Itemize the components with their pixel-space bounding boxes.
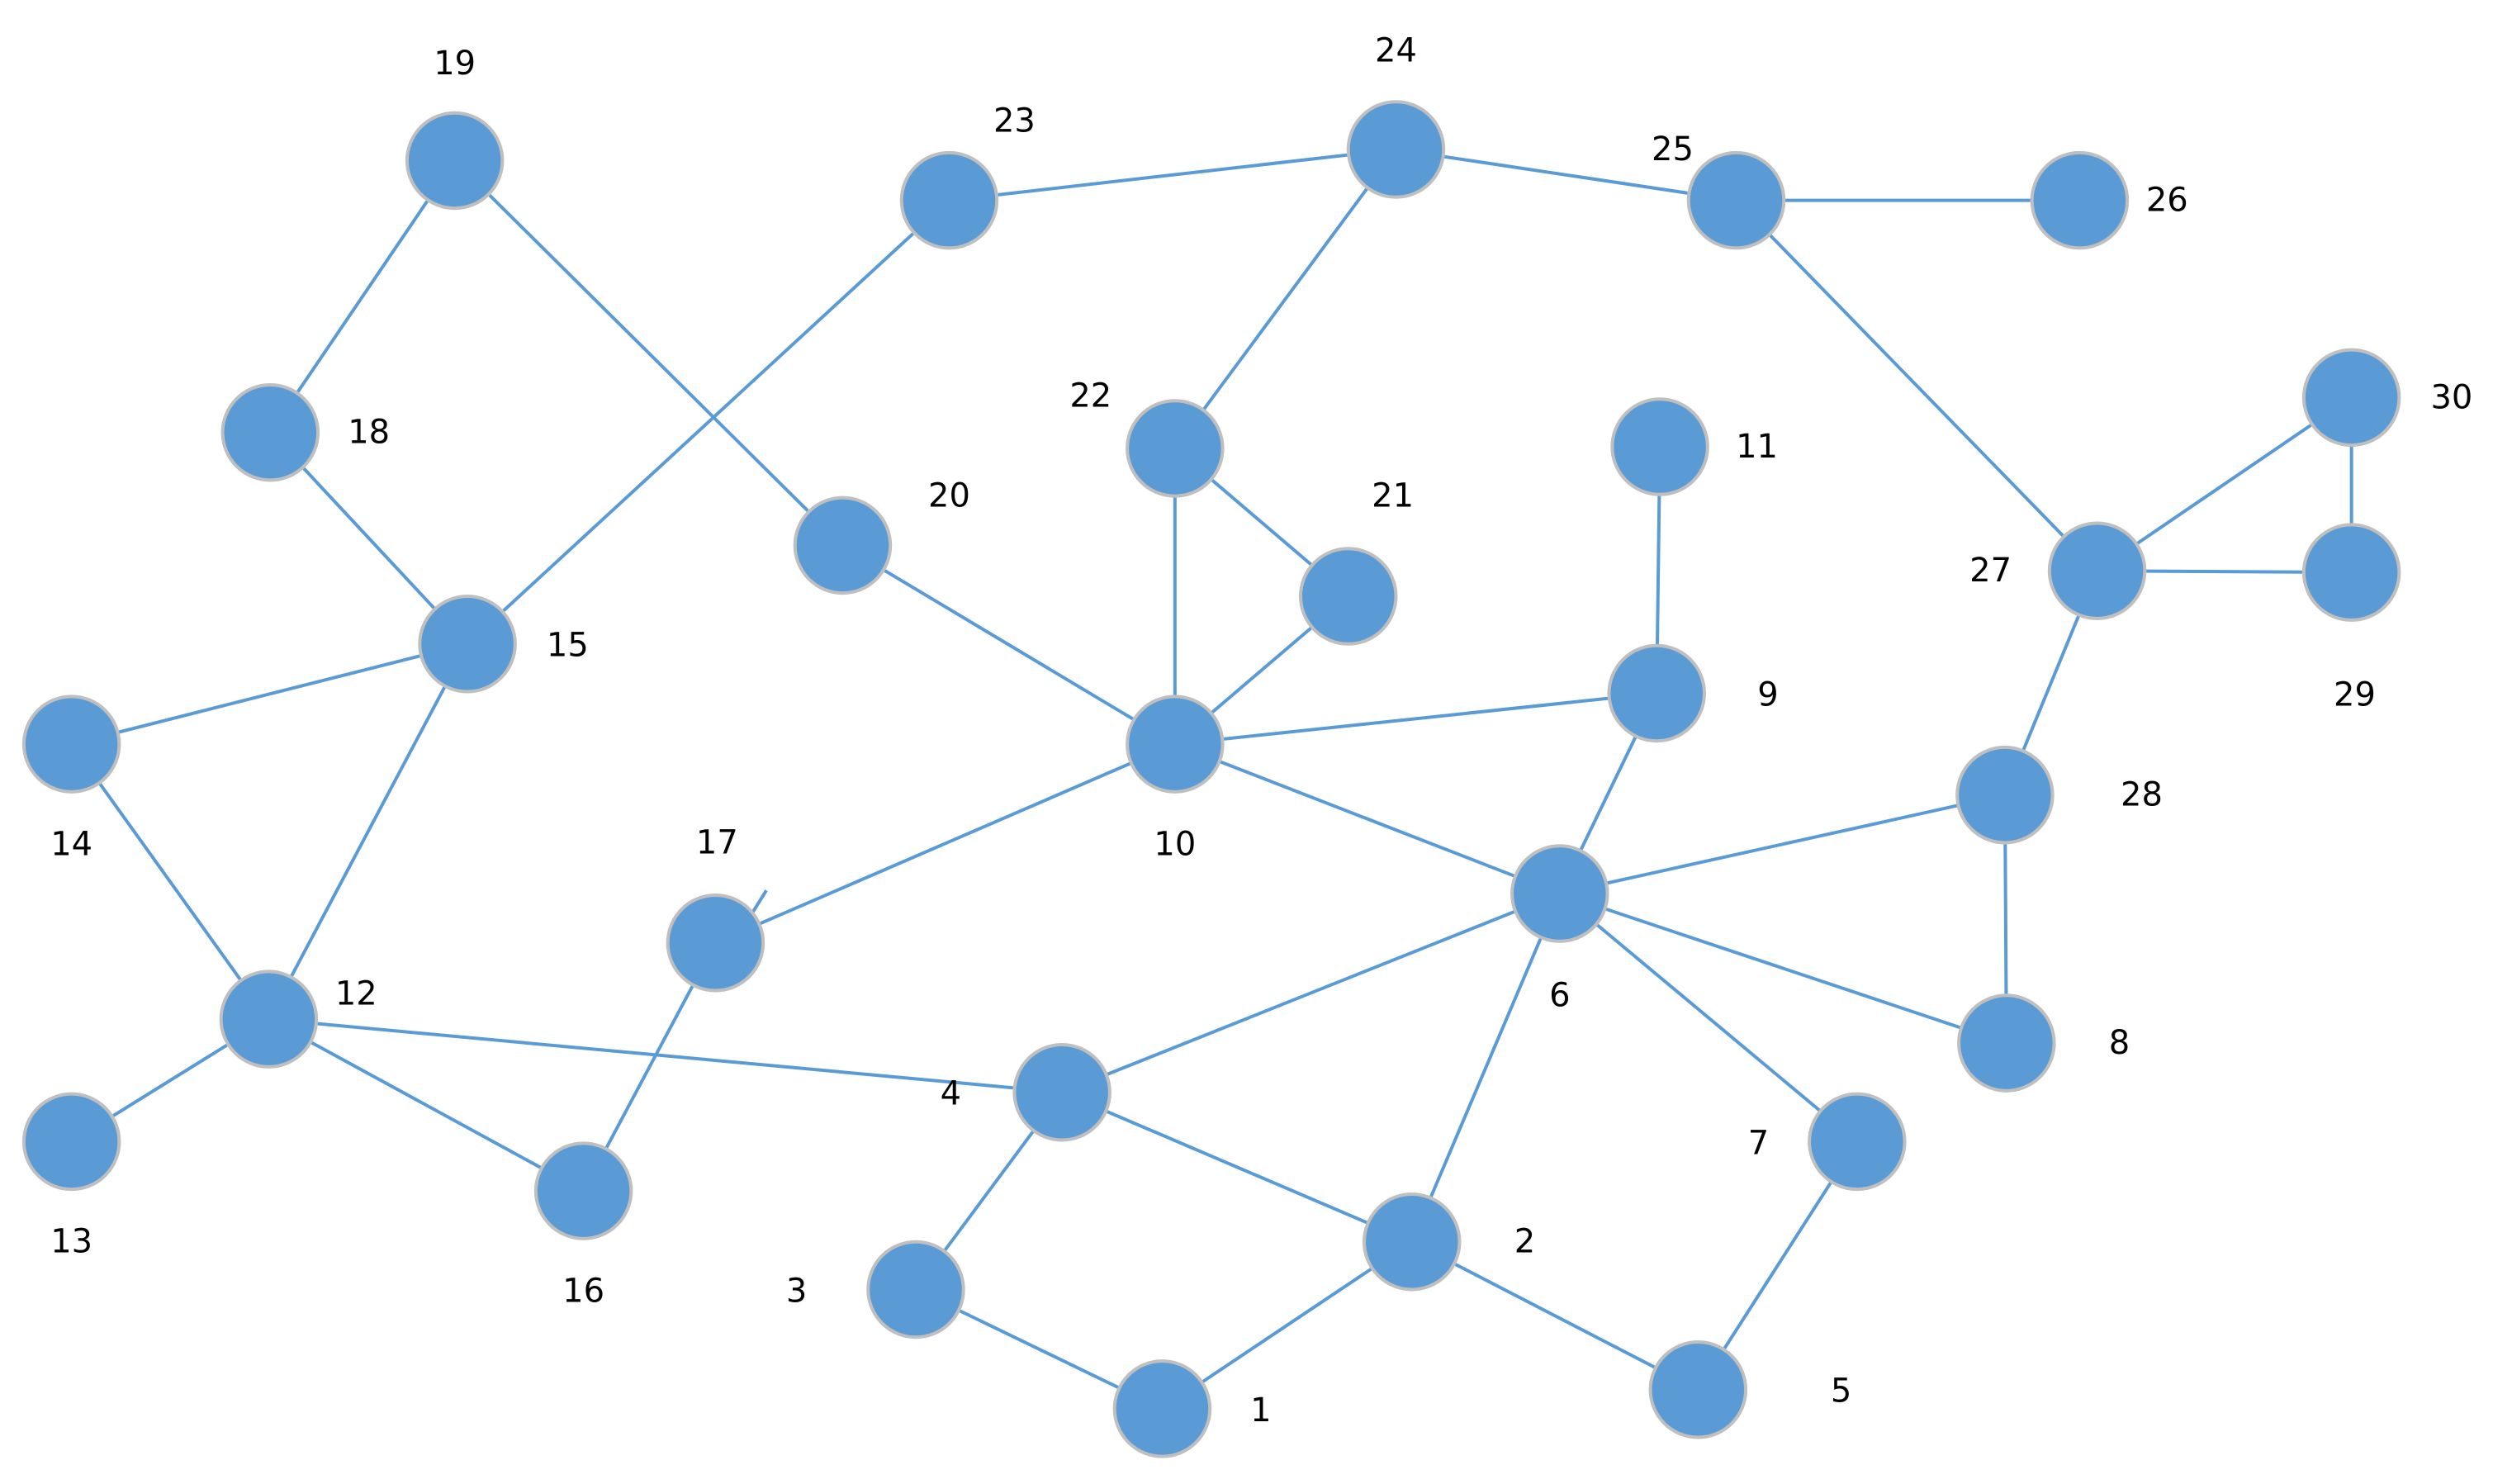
node-label-22: 22 bbox=[1069, 377, 1111, 415]
node-label-20: 20 bbox=[928, 477, 970, 515]
node-label-14: 14 bbox=[50, 825, 92, 863]
node-label-29: 29 bbox=[2334, 676, 2376, 714]
edge-15-14 bbox=[71, 642, 468, 747]
node-label-24: 24 bbox=[1375, 32, 1417, 70]
node-28 bbox=[1955, 745, 2055, 845]
node-label-15: 15 bbox=[547, 627, 589, 665]
edge-6-4 bbox=[1061, 892, 1561, 1094]
node-label-9: 9 bbox=[1757, 676, 1778, 714]
edge-25-27 bbox=[1735, 199, 2099, 572]
node-11 bbox=[1610, 397, 1709, 496]
node-label-4: 4 bbox=[941, 1075, 961, 1113]
node-label-18: 18 bbox=[348, 414, 390, 452]
node-25 bbox=[1686, 150, 1786, 250]
edge-2-5 bbox=[1410, 1240, 1699, 1392]
node-18 bbox=[220, 382, 320, 482]
node-label-25: 25 bbox=[1652, 130, 1694, 168]
edge-6-7 bbox=[1558, 892, 1859, 1143]
node-17 bbox=[666, 893, 765, 993]
node-7 bbox=[1808, 1092, 1907, 1192]
node-label-6: 6 bbox=[1549, 976, 1570, 1014]
node-label-21: 21 bbox=[1372, 477, 1414, 515]
node-label-7: 7 bbox=[1748, 1124, 1769, 1162]
node-12 bbox=[219, 970, 319, 1069]
node-23 bbox=[899, 150, 999, 250]
node-21 bbox=[1298, 547, 1398, 646]
node-label-26: 26 bbox=[2146, 182, 2188, 220]
node-label-10: 10 bbox=[1154, 825, 1196, 863]
node-6 bbox=[1510, 844, 1609, 943]
node-label-28: 28 bbox=[2121, 776, 2163, 814]
node-4 bbox=[1012, 1042, 1111, 1142]
node-label-3: 3 bbox=[786, 1272, 807, 1310]
edge-19-20 bbox=[453, 159, 844, 547]
node-13 bbox=[21, 1092, 121, 1192]
node-14 bbox=[21, 695, 121, 794]
node-label-13: 13 bbox=[50, 1223, 92, 1261]
node-label-16: 16 bbox=[562, 1272, 604, 1310]
edge-17-10 bbox=[714, 742, 1176, 945]
node-8 bbox=[1957, 993, 2056, 1093]
edge-12-4 bbox=[268, 1017, 1063, 1094]
edge-23-24 bbox=[949, 147, 1396, 202]
edge-20-10 bbox=[841, 543, 1176, 746]
edge-10-9 bbox=[1174, 691, 1657, 747]
node-label-5: 5 bbox=[1831, 1373, 1851, 1411]
node-19 bbox=[405, 111, 505, 211]
edge-6-2 bbox=[1410, 893, 1562, 1243]
edge-12-16 bbox=[268, 1017, 585, 1192]
node-29 bbox=[2301, 523, 2401, 622]
node-16 bbox=[533, 1141, 633, 1240]
edge-24-25 bbox=[1396, 148, 1737, 202]
edge-19-18 bbox=[268, 159, 457, 434]
edge-4-2 bbox=[1061, 1090, 1413, 1244]
node-label-23: 23 bbox=[993, 102, 1036, 140]
node-layer bbox=[21, 100, 2401, 1458]
node-label-11: 11 bbox=[1736, 428, 1778, 466]
node-1 bbox=[1112, 1359, 1212, 1458]
node-24 bbox=[1346, 100, 1446, 199]
node-20 bbox=[793, 495, 893, 595]
node-15 bbox=[418, 595, 517, 694]
node-27 bbox=[2047, 521, 2147, 620]
node-label-27: 27 bbox=[1969, 552, 2012, 590]
edge-6-8 bbox=[1559, 892, 2007, 1045]
node-label-2: 2 bbox=[1514, 1223, 1535, 1261]
edge-14-12 bbox=[70, 742, 271, 1021]
node-10 bbox=[1126, 695, 1225, 794]
node-3 bbox=[866, 1240, 965, 1339]
node-label-30: 30 bbox=[2430, 378, 2472, 416]
edge-15-23 bbox=[466, 199, 950, 646]
edge-15-12 bbox=[267, 642, 469, 1021]
node-label-8: 8 bbox=[2109, 1024, 2130, 1062]
node-2 bbox=[1362, 1192, 1462, 1292]
node-label-17: 17 bbox=[696, 823, 738, 861]
edge-24-22 bbox=[1173, 148, 1398, 450]
node-30 bbox=[2301, 348, 2401, 448]
node-label-12: 12 bbox=[335, 974, 377, 1012]
edge-6-28 bbox=[1559, 793, 2006, 896]
edge-27-30 bbox=[2096, 396, 2353, 572]
node-label-19: 19 bbox=[434, 45, 476, 83]
node-22 bbox=[1126, 399, 1225, 498]
node-label-1: 1 bbox=[1250, 1392, 1271, 1429]
node-26 bbox=[2030, 150, 2130, 250]
edge-1-2 bbox=[1161, 1240, 1413, 1411]
node-9 bbox=[1607, 643, 1707, 743]
node-5 bbox=[1648, 1340, 1748, 1439]
edge-10-6 bbox=[1174, 742, 1561, 895]
